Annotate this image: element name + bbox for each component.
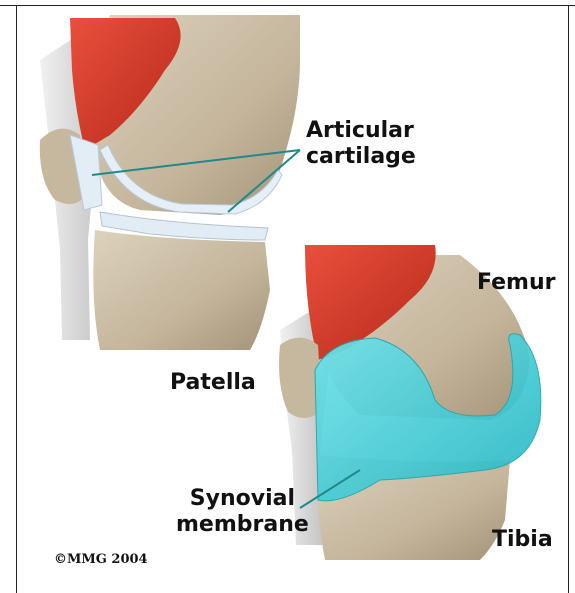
upper-tibia — [93, 230, 270, 350]
label-articular-cartilage: Articular cartilage — [306, 118, 416, 170]
copyright-notice: ©MMG 2004 — [54, 552, 148, 567]
label-tibia: Tibia — [492, 527, 553, 553]
label-articular-line2: cartilage — [306, 144, 416, 170]
label-synovial-membrane: Synovial membrane — [176, 486, 309, 538]
label-synovial-line1: Synovial — [176, 486, 309, 512]
label-patella: Patella — [170, 370, 256, 396]
label-femur: Femur — [477, 270, 556, 296]
label-synovial-line2: membrane — [176, 512, 309, 538]
label-articular-line1: Articular — [306, 118, 416, 144]
